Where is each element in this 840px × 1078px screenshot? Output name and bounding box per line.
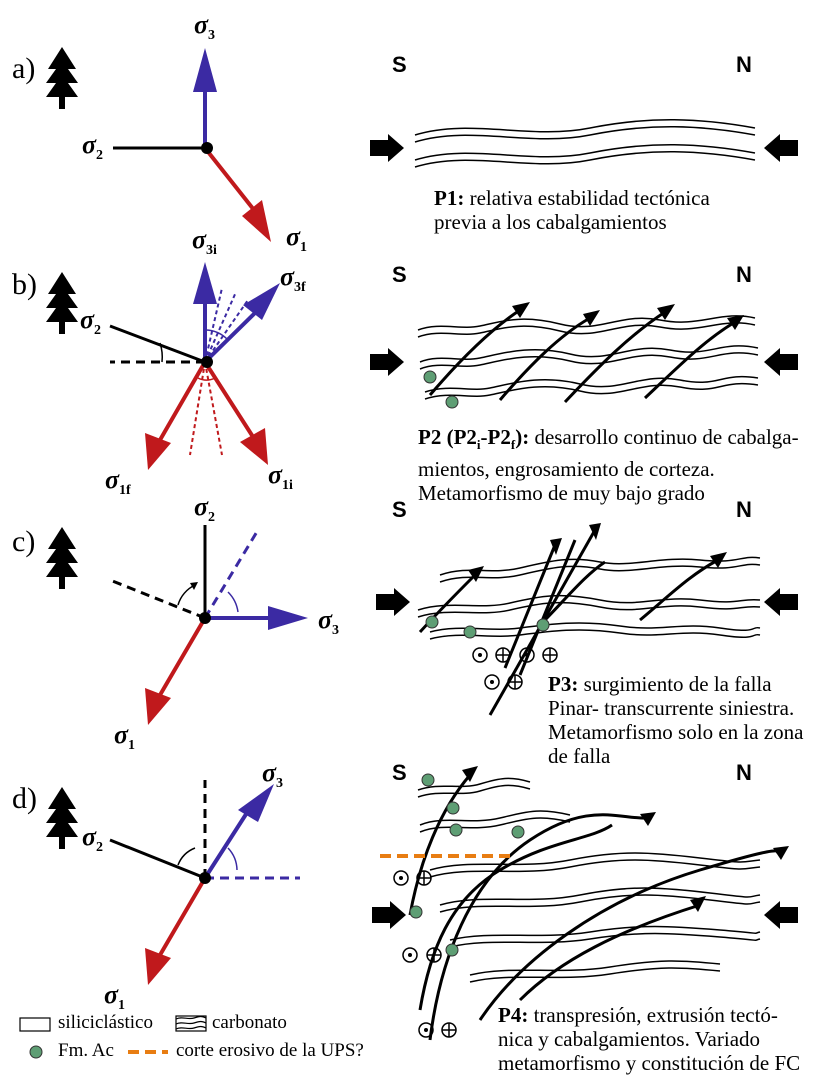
legend-fm-ac-dot: [29, 1045, 43, 1059]
sigma2-label: σ2: [80, 305, 102, 338]
panel-a-label: a): [12, 52, 36, 85]
panel-b-south: S: [392, 262, 407, 287]
sigma3-arrowhead: [193, 48, 217, 92]
sigma1i-label: σ1i: [268, 460, 293, 493]
panel-d-stress: [46, 780, 300, 985]
panel-c-stress: [46, 525, 308, 725]
sigma1-label: σ1: [114, 720, 136, 753]
panel-d-north: N: [736, 760, 752, 785]
north-tree-icon: [46, 272, 78, 334]
north-tree-icon: [46, 787, 78, 849]
sigma3-label: σ3: [318, 605, 340, 638]
panel-a-south: S: [392, 52, 407, 77]
panel-d-section: [372, 766, 798, 1041]
panel-c-section: [376, 523, 798, 716]
legend-erosive-cut-label: corte erosivo de la UPS?: [176, 1040, 364, 1061]
panel-b-label: b): [12, 268, 37, 301]
panel-b-caption: P2 (P2i-P2f): desarrollo continuo de cab…: [418, 425, 799, 506]
legend-siliciclastic-label: siliciclástico: [58, 1012, 153, 1033]
sigma3f-label: σ3f: [280, 262, 306, 295]
panel-a-caption: P1: relativa estabilidad tectónica previ…: [434, 186, 710, 234]
sigma1-arrowhead: [242, 200, 271, 242]
sigma2-label: σ2: [82, 130, 104, 163]
sigma3-label: σ3: [262, 758, 284, 791]
sigma2-label: σ2: [194, 492, 216, 525]
panel-a-section: [370, 118, 798, 168]
sigma1-label: σ1: [286, 222, 308, 255]
legend-siliciclastic-swatch: [19, 1017, 51, 1032]
legend-fm-ac-label: Fm. Ac: [58, 1040, 114, 1061]
legend-carbonate-swatch: [175, 1015, 207, 1032]
sigma1f-label: σ1f: [105, 465, 131, 498]
panel-c-north: N: [736, 497, 752, 522]
panel-a-stress: [46, 47, 271, 242]
panel-b-north: N: [736, 262, 752, 287]
sigma3-label: σ3: [194, 10, 216, 43]
panel-c-caption: P3: surgimiento de la falla Pinar- trans…: [548, 672, 804, 768]
panel-a-north: N: [736, 52, 752, 77]
sigma2-label: σ2: [82, 822, 104, 855]
sigma3i-label: σ3i: [192, 225, 217, 258]
panel-c-south: S: [392, 497, 407, 522]
panel-b-stress: [46, 262, 280, 470]
legend: [19, 1015, 207, 1059]
legend-carbonate-label: carbonato: [212, 1012, 287, 1033]
panel-c-label: c): [12, 525, 36, 558]
sigma1-label: σ1: [104, 980, 126, 1013]
panel-b-section: [370, 302, 798, 409]
panel-d-caption: P4: transpresión, extrusión tectó- nica …: [498, 1003, 801, 1075]
panel-d-south: S: [392, 760, 407, 785]
north-tree-icon: [46, 527, 78, 589]
north-tree-icon: [46, 47, 78, 109]
panel-d-label: d): [12, 782, 37, 815]
